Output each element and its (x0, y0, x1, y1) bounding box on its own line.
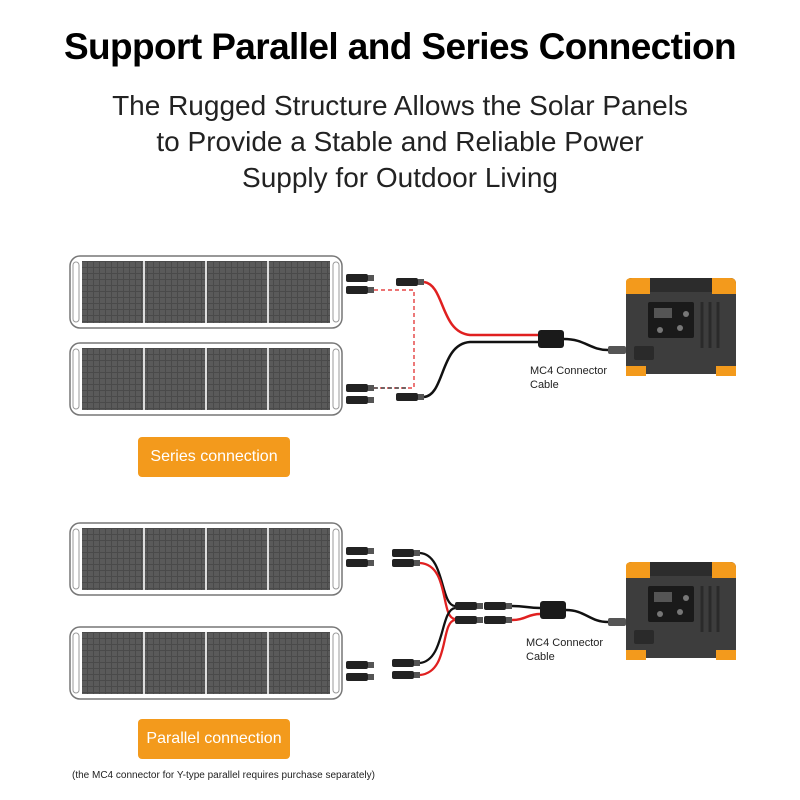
footnote: (the MC4 connector for Y-type parallel r… (72, 770, 375, 781)
black-cable (423, 340, 538, 399)
mc4-y-connector (540, 601, 566, 619)
cable-label-line: MC4 Connector (526, 637, 604, 649)
mc4-connector (396, 278, 424, 286)
mc4-connector (346, 661, 374, 669)
subtitle-line: Supply for Outdoor Living (242, 162, 558, 193)
mc4-connector (392, 659, 420, 667)
mc4-connector (346, 547, 374, 555)
mc4-connector (346, 559, 374, 567)
solar-panel (69, 626, 343, 700)
series-jumper (374, 289, 415, 389)
mc4-y-connector (538, 330, 564, 348)
subtitle-line: to Provide a Stable and Reliable Power (156, 126, 644, 157)
cable-label-line: Cable (526, 651, 555, 663)
cable-label-line: Cable (530, 379, 559, 391)
mc4-connector (392, 559, 420, 567)
mc4-connector (346, 286, 374, 294)
mc4-connector (346, 274, 374, 282)
mc4-connector (455, 602, 483, 610)
power-station (624, 560, 738, 662)
mc4-connector (346, 384, 374, 392)
subtitle-line: The Rugged Structure Allows the Solar Pa… (112, 90, 688, 121)
solar-panel (69, 342, 343, 416)
solar-panel (69, 255, 343, 329)
solar-panel (69, 522, 343, 596)
red-cable (419, 561, 456, 621)
mc4-connector (484, 602, 512, 610)
mc4-connector (455, 616, 483, 624)
cable-label-line: MC4 Connector (530, 365, 608, 377)
mc4-connector (346, 396, 374, 404)
cable-label: MC4 Connector Cable (530, 364, 607, 392)
mc4-connector (392, 671, 420, 679)
series-connection-badge: Series connection (138, 437, 290, 477)
black-cable (419, 551, 456, 608)
black-cable (419, 606, 456, 665)
cable-label: MC4 Connector Cable (526, 636, 603, 664)
page-title: Support Parallel and Series Connection (63, 26, 737, 67)
red-cable (423, 280, 538, 337)
parallel-connection-badge: Parallel connection (138, 719, 290, 759)
mc4-connector (392, 549, 420, 557)
mc4-connector (346, 673, 374, 681)
mc4-connector (396, 393, 424, 401)
red-cable (419, 618, 456, 677)
power-station (624, 276, 738, 378)
mc4-connector (484, 616, 512, 624)
